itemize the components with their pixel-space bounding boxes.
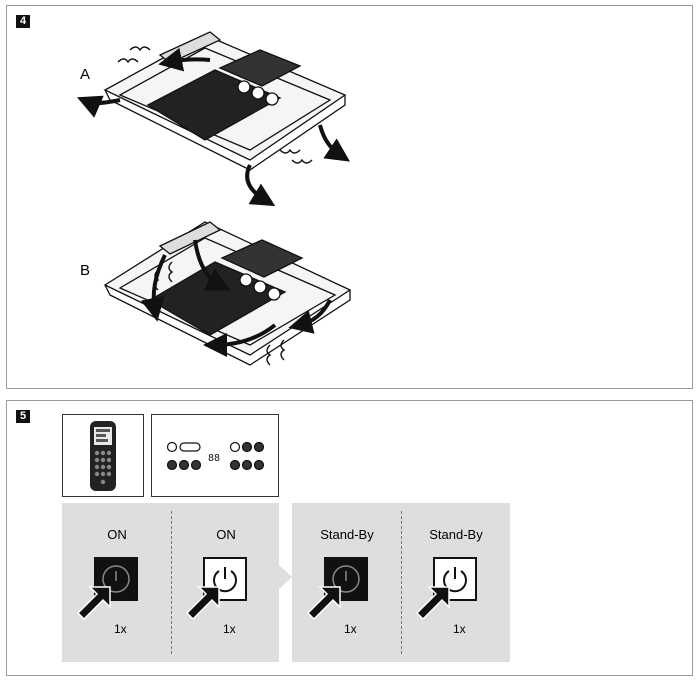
label-a: A — [80, 66, 91, 83]
step-title: Stand-By — [429, 527, 483, 542]
press-arrow-icon — [415, 586, 450, 621]
power-icon — [213, 567, 237, 593]
step-title: Stand-By — [320, 527, 374, 542]
step-title: ON — [216, 527, 236, 542]
press-count: 1x — [114, 622, 127, 636]
remote-control-box — [62, 414, 144, 497]
divider-right — [401, 511, 402, 654]
step-standby-panel: Stand-By 1x — [401, 527, 511, 647]
press-arrow-icon — [76, 586, 111, 621]
label-b: B — [80, 262, 91, 279]
press-arrow-icon — [306, 586, 341, 621]
step-on-panel: ON 1x — [171, 527, 281, 647]
power-icon — [102, 565, 130, 593]
remote-control-icon — [90, 421, 116, 491]
unit-a-illustration — [103, 31, 347, 171]
power-icon — [332, 565, 360, 593]
power-icon — [443, 567, 467, 593]
unit-b-airflow-arrows — [140, 239, 332, 366]
divider-left — [171, 511, 172, 654]
section-5-badge: 5 — [16, 410, 30, 423]
press-count: 1x — [344, 622, 357, 636]
step-title: ON — [107, 527, 127, 542]
press-count: 1x — [453, 622, 466, 636]
control-panel-icon: 88 — [166, 441, 265, 471]
section-4-panel: 4 — [6, 5, 693, 389]
control-panel-box: 88 — [151, 414, 279, 497]
press-arrow-icon — [185, 586, 220, 621]
panel-display-digits: 88 — [208, 453, 220, 464]
step-standby-remote: Stand-By 1x — [292, 527, 402, 647]
power-button-light[interactable] — [203, 557, 247, 601]
unit-a-airflow-arrows — [76, 46, 350, 207]
press-count: 1x — [223, 622, 236, 636]
step-on-remote: ON 1x — [62, 527, 172, 647]
section-4-badge: 4 — [16, 15, 30, 28]
